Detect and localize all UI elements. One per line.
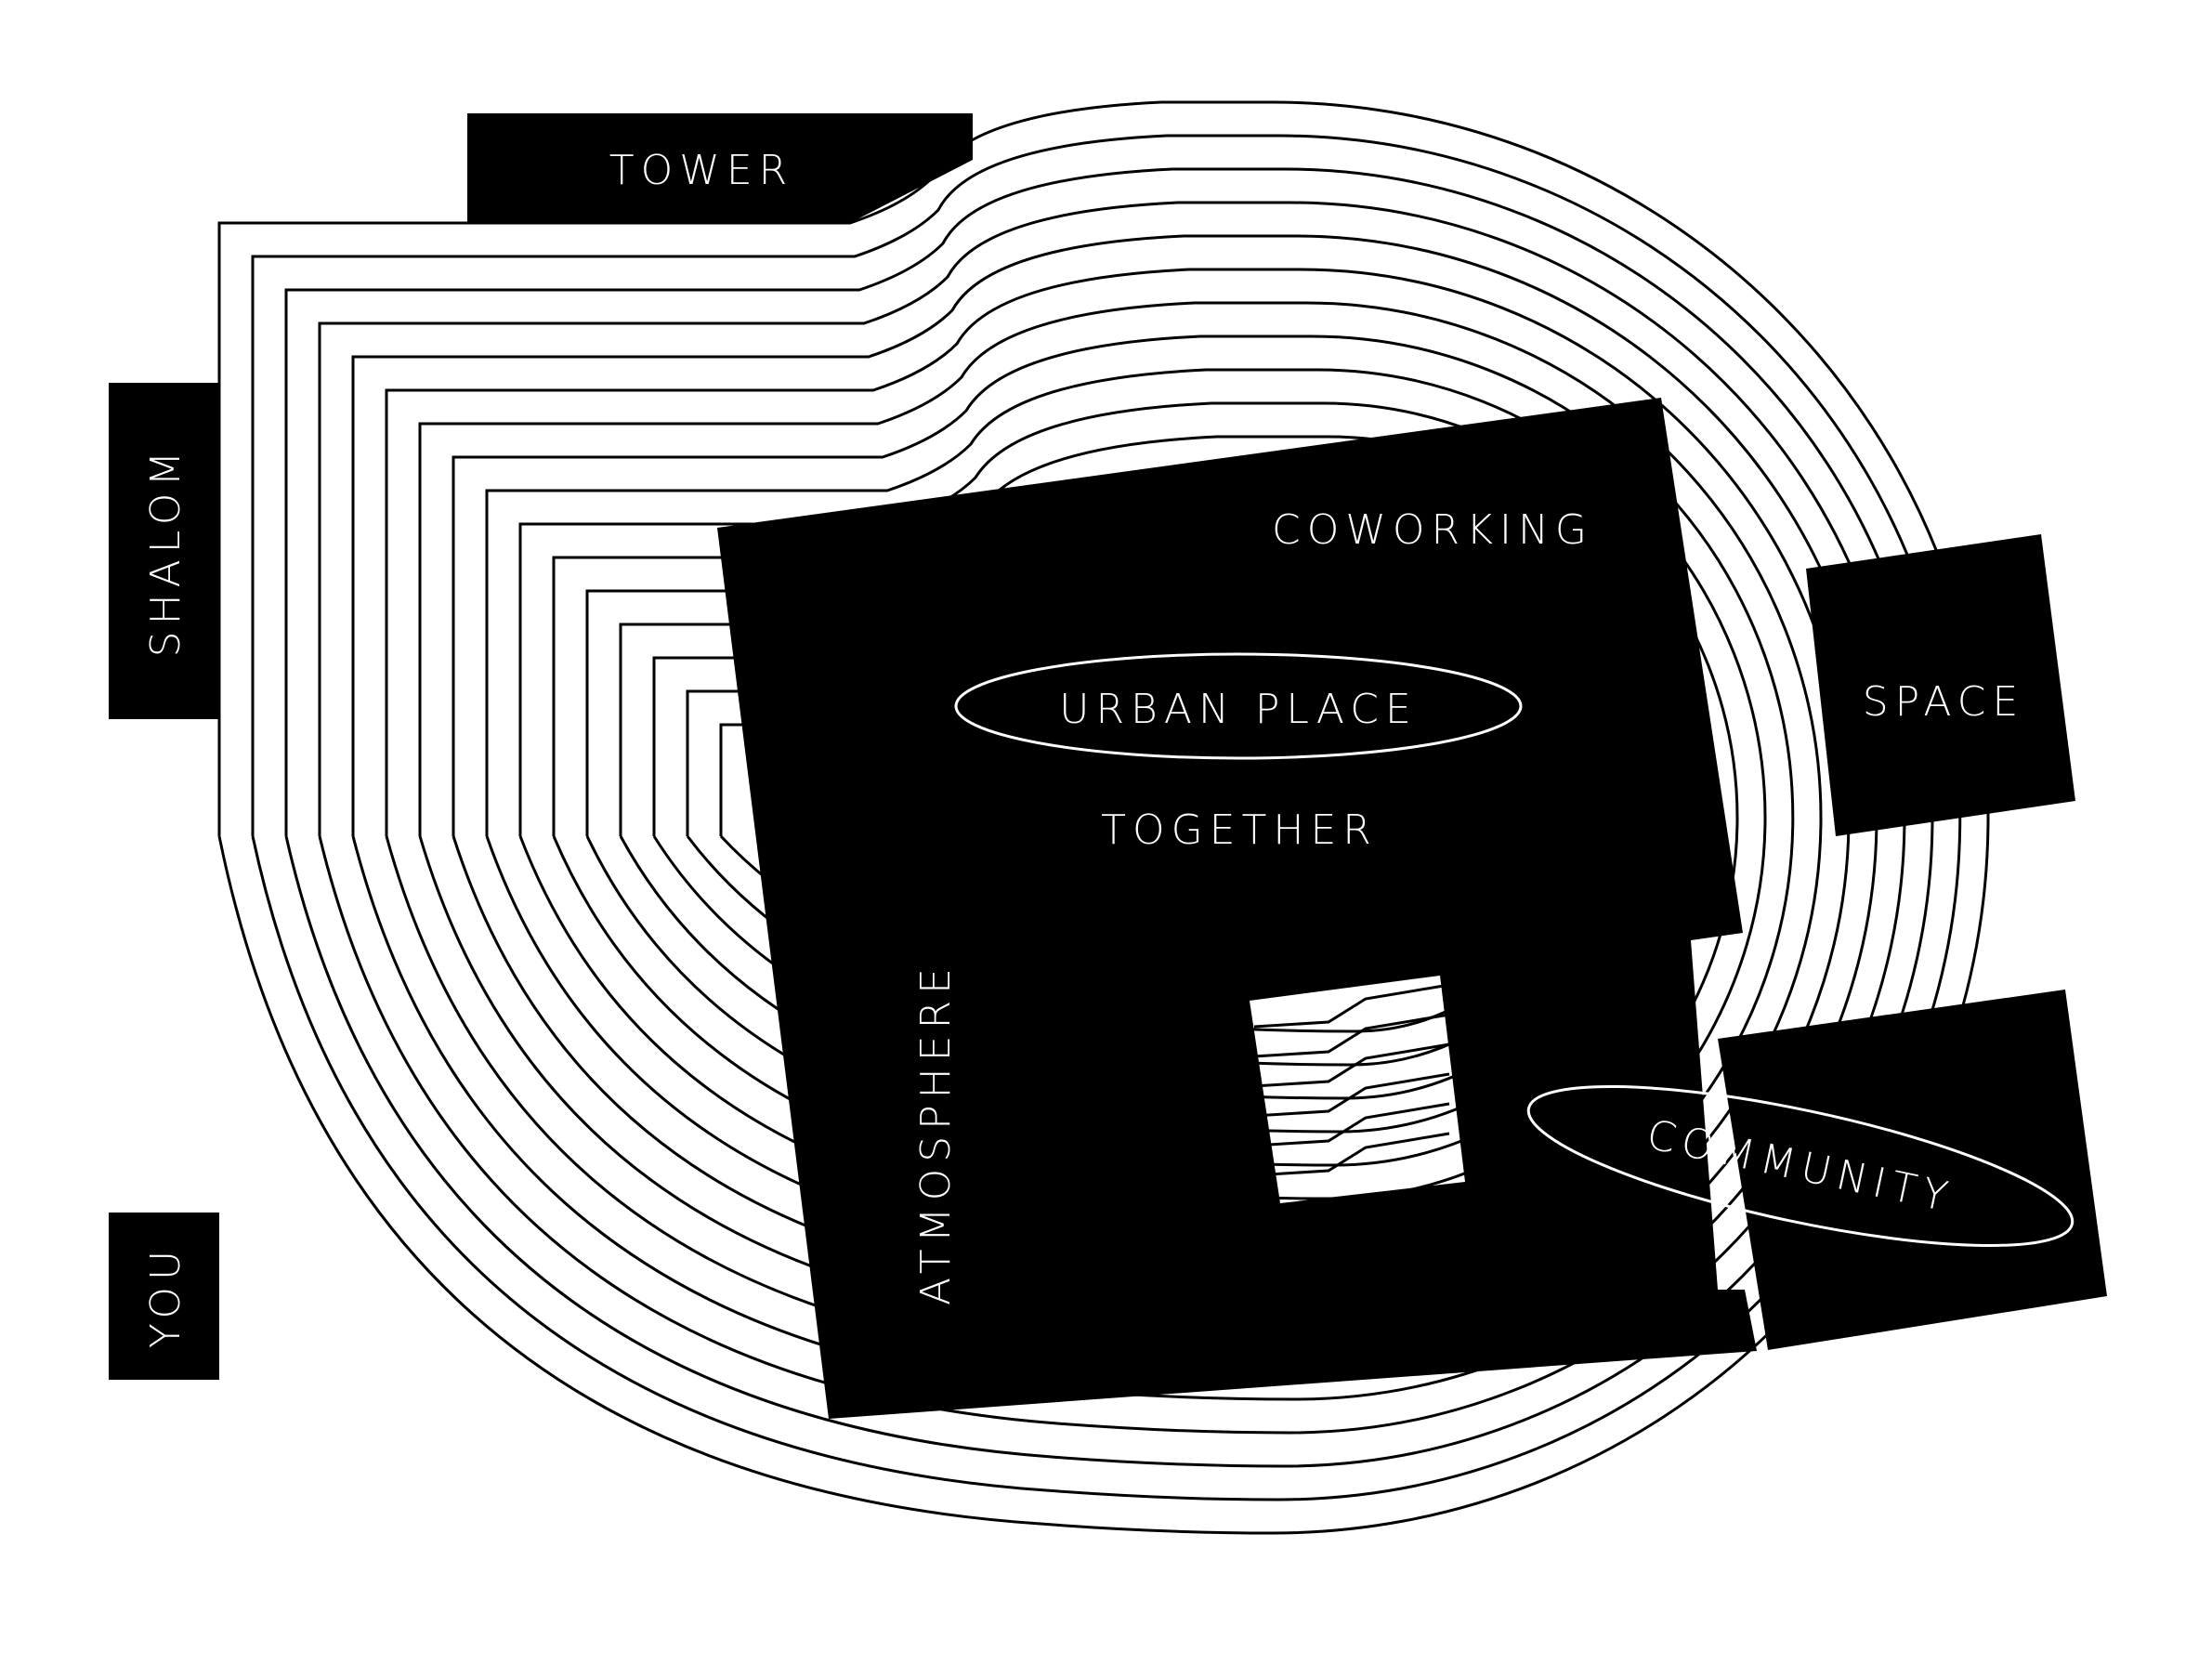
window-contours (1253, 983, 1450, 1177)
you-block: YOU (109, 1213, 219, 1380)
together-label: TOGETHER (1101, 806, 1378, 854)
community-ellipse (1526, 1085, 2075, 1247)
you-label: YOU (142, 1244, 190, 1348)
shalom-block: SHALOM (109, 383, 218, 719)
tower-block: TOWER (467, 113, 973, 223)
shalom-label: SHALOM (142, 445, 190, 658)
urban-place-label: URBAN PLACE (1059, 686, 1418, 733)
space-label: SPACE (1863, 678, 2025, 726)
window-contour-line (1253, 1013, 1450, 1058)
community-panel (1718, 990, 2107, 1350)
atmosphere-label: ATMOSPHERE (912, 962, 960, 1305)
main-panel (717, 398, 1757, 1419)
window-contour-line (1253, 1072, 1450, 1118)
tower-label: TOWER (609, 147, 793, 194)
urban-place-ellipse (954, 652, 1523, 760)
window-contour-line (1253, 1102, 1450, 1147)
space-panel: SPACE (1806, 534, 2075, 836)
window-contour-line (1253, 1132, 1450, 1177)
window-contour-line (1253, 983, 1450, 1029)
window-contour-line (1253, 1042, 1450, 1088)
coworking-label: COWORKING (1272, 506, 1593, 554)
